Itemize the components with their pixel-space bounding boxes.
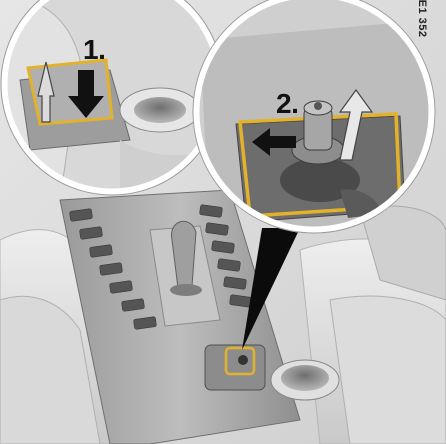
figure-reference-code: 5E1 352 (416, 0, 428, 63)
step-2-label: 2. (276, 88, 298, 120)
gear-selector-base (170, 284, 202, 296)
right-seat-cushion (330, 296, 446, 444)
socket-small[interactable] (238, 355, 248, 365)
console-compartment (205, 345, 265, 390)
step-1-label: 1. (83, 34, 105, 66)
cup-holder-front-well (281, 365, 329, 391)
